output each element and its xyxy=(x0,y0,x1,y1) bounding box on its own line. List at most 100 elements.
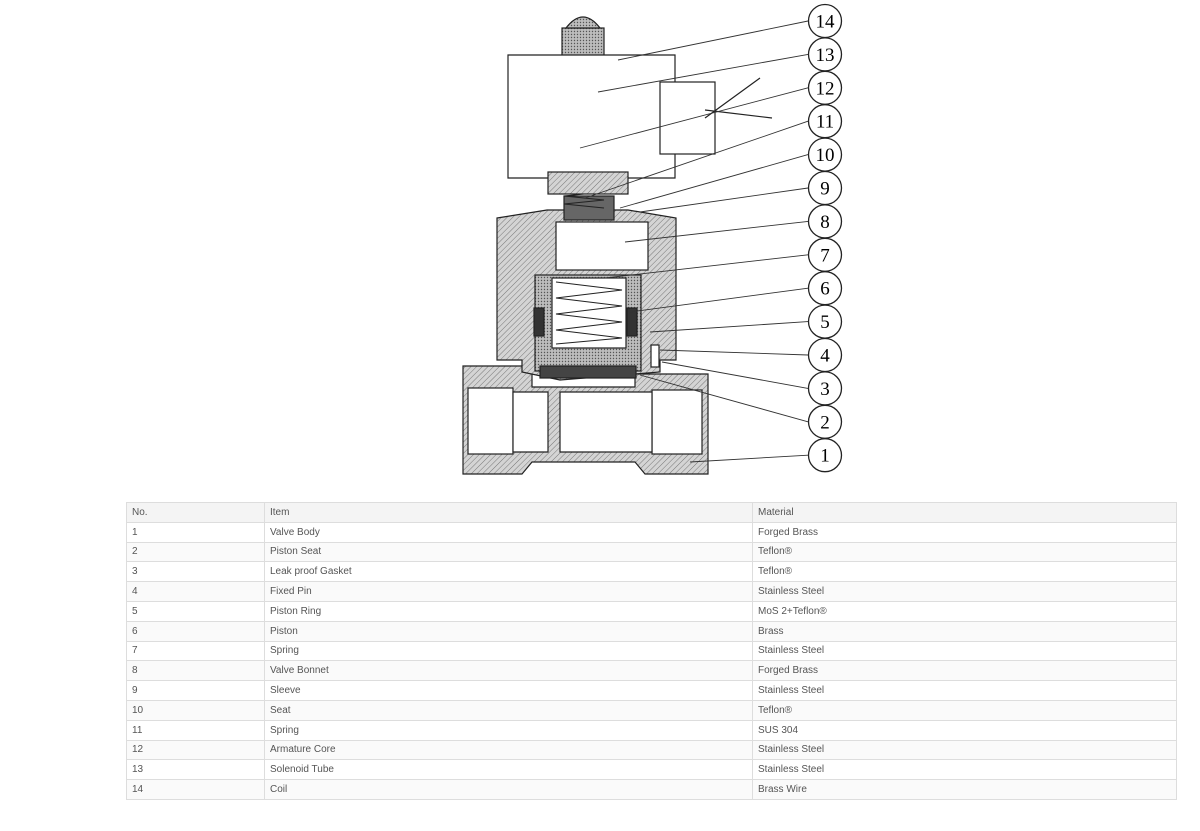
cell-material: Teflon® xyxy=(752,699,1177,721)
cell-material: Stainless Steel xyxy=(752,680,1177,701)
callout-leader-line xyxy=(604,254,809,279)
callout-number: 10 xyxy=(816,145,835,166)
cell-item: Valve Body xyxy=(264,521,753,543)
cell-item: Armature Core xyxy=(264,739,753,761)
cell-no: 9 xyxy=(126,680,265,701)
cell-no: 13 xyxy=(126,759,265,781)
cell-item: Coil xyxy=(264,779,753,800)
callout-number: 11 xyxy=(816,112,834,133)
cell-no: 8 xyxy=(126,660,265,682)
callout-number: 9 xyxy=(820,179,830,200)
callout-number: 12 xyxy=(816,78,835,99)
callout-number: 2 xyxy=(820,412,830,433)
cell-no: 4 xyxy=(126,581,265,602)
coil-terminal-box xyxy=(659,81,716,155)
callout-number: 8 xyxy=(820,212,830,233)
callout-number: 1 xyxy=(820,446,830,467)
cell-no: 3 xyxy=(126,561,265,583)
callout-leader-line xyxy=(617,20,809,61)
cell-no: 6 xyxy=(126,620,265,642)
cell-item: Solenoid Tube xyxy=(264,759,753,781)
bonnet-chamber xyxy=(555,221,649,271)
callout-leader-line xyxy=(584,120,809,199)
cell-item: Spring xyxy=(264,640,753,662)
cell-material: Stainless Steel xyxy=(752,640,1177,662)
fixed-pin xyxy=(650,344,660,368)
tube-cap xyxy=(564,16,602,29)
header-material: Material xyxy=(752,502,1177,523)
sleeve xyxy=(563,195,615,221)
cell-item: Spring xyxy=(264,719,753,741)
table-header-row: No. Item Material xyxy=(126,502,1177,523)
body-passage xyxy=(512,391,549,453)
callout-leader-line xyxy=(579,87,809,149)
cell-material: Forged Brass xyxy=(752,521,1177,543)
piston-ring-right xyxy=(626,307,638,337)
coil xyxy=(507,54,676,179)
cell-item: Piston Seat xyxy=(264,541,753,563)
main-spring xyxy=(555,281,623,345)
cell-item: Sleeve xyxy=(264,680,753,701)
cell-item: Seat xyxy=(264,699,753,721)
cell-material: SUS 304 xyxy=(752,719,1177,741)
callout-leader-line xyxy=(689,454,809,463)
piston-ring-left xyxy=(533,307,545,337)
coil-wire xyxy=(704,77,773,119)
cell-material: Brass xyxy=(752,620,1177,642)
header-item: Item xyxy=(264,502,753,523)
callout-number: 3 xyxy=(820,379,830,400)
cell-no: 1 xyxy=(126,521,265,543)
callout-number: 13 xyxy=(816,45,835,66)
callout-number: 4 xyxy=(820,346,830,367)
header-no: No. xyxy=(126,502,265,523)
cell-item: Piston Ring xyxy=(264,600,753,622)
outlet-bore xyxy=(651,389,703,455)
callout-leader-line xyxy=(659,349,809,356)
cell-item: Fixed Pin xyxy=(264,581,753,602)
cell-material: Stainless Steel xyxy=(752,581,1177,602)
cell-material: Stainless Steel xyxy=(752,739,1177,761)
cell-no: 7 xyxy=(126,640,265,662)
cell-item: Piston xyxy=(264,620,753,642)
callout-leader-line xyxy=(639,187,809,213)
callout-circle xyxy=(807,438,843,473)
callout-number: 6 xyxy=(820,279,830,300)
cell-no: 10 xyxy=(126,699,265,721)
cell-material: Teflon® xyxy=(752,561,1177,583)
callout-leader-line xyxy=(639,374,809,423)
piston-seat xyxy=(539,365,637,379)
cell-no: 2 xyxy=(126,541,265,563)
callout-leader-line xyxy=(649,321,809,333)
coil-nut xyxy=(547,171,629,195)
body-passage-right xyxy=(559,391,653,453)
cell-no: 14 xyxy=(126,779,265,800)
callout-number: 14 xyxy=(816,12,836,33)
cell-no: 5 xyxy=(126,600,265,622)
callout-number: 7 xyxy=(820,245,830,266)
cell-no: 11 xyxy=(126,719,265,741)
cell-item: Leak proof Gasket xyxy=(264,561,753,583)
callout-leader-line xyxy=(597,53,809,93)
cell-item: Valve Bonnet xyxy=(264,660,753,682)
callout-leader-line xyxy=(619,154,809,209)
cell-material: Forged Brass xyxy=(752,660,1177,682)
callout-leader-line xyxy=(629,287,809,313)
cell-no: 12 xyxy=(126,739,265,761)
callout-leader-line xyxy=(661,361,809,389)
